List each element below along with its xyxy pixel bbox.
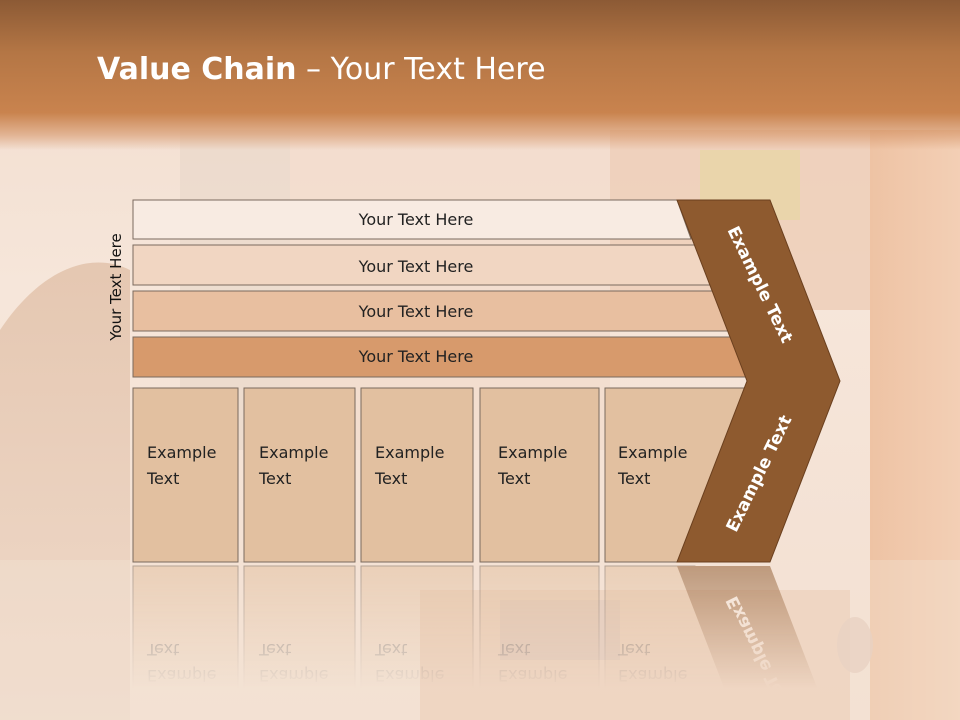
column-5-line-1: Example: [618, 443, 687, 462]
column-4-line-1: Example: [498, 443, 567, 462]
column-2-line-1: Example: [259, 443, 328, 462]
reflection: Example Text Example Text Example Text E…: [132, 565, 830, 720]
reflection-column-2-line-1: Example: [259, 666, 328, 685]
column-2-line-2: Text: [258, 469, 291, 488]
reflection-column-5-line-1: Example: [618, 666, 687, 685]
column-3: Example Text: [360, 387, 474, 563]
band-4: Your Text Here: [132, 336, 763, 378]
column-3-box: [360, 387, 474, 563]
reflection-column-1-line-1: Example: [147, 666, 216, 685]
reflection-column-5-line-2: Text: [617, 640, 650, 659]
column-2: Example Text: [243, 387, 356, 563]
column-1-box: [132, 387, 239, 563]
column-4-line-2: Text: [497, 469, 530, 488]
column-2-box: [243, 387, 356, 563]
reflection-column-1-line-2: Text: [146, 640, 179, 659]
column-1-line-1: Example: [147, 443, 216, 462]
band-1: Your Text Here: [132, 199, 692, 240]
band-1-label: Your Text Here: [358, 210, 474, 229]
column-5-line-2: Text: [617, 469, 650, 488]
reflection-column-3-line-2: Text: [374, 640, 407, 659]
title-regular: – Your Text Here: [296, 52, 546, 87]
reflection-column-4-line-2: Text: [497, 640, 530, 659]
band-2-label: Your Text Here: [358, 257, 474, 276]
reflection-column-3-line-1: Example: [375, 666, 444, 685]
band-4-label: Your Text Here: [358, 347, 474, 366]
column-1: Example Text: [132, 387, 239, 563]
title-bold: Value Chain: [97, 52, 297, 87]
reflection-column-4-line-1: Example: [498, 666, 567, 685]
band-1-shape: [132, 199, 692, 240]
band-2: Your Text Here: [132, 244, 716, 286]
column-1-line-2: Text: [146, 469, 179, 488]
band-3-label: Your Text Here: [358, 302, 474, 321]
header-bar: [0, 0, 960, 150]
column-3-line-2: Text: [374, 469, 407, 488]
chevron-shape: [676, 199, 841, 563]
band-3: Your Text Here: [132, 290, 740, 332]
column-3-line-1: Example: [375, 443, 444, 462]
column-4: Example Text: [479, 387, 600, 563]
reflection-column-2-line-2: Text: [258, 640, 291, 659]
column-4-box: [479, 387, 600, 563]
slide-title: Value Chain – Your Text Here: [97, 52, 546, 87]
chevron: Example Text Example Text: [676, 199, 841, 563]
side-label: Your Text Here: [107, 233, 125, 341]
